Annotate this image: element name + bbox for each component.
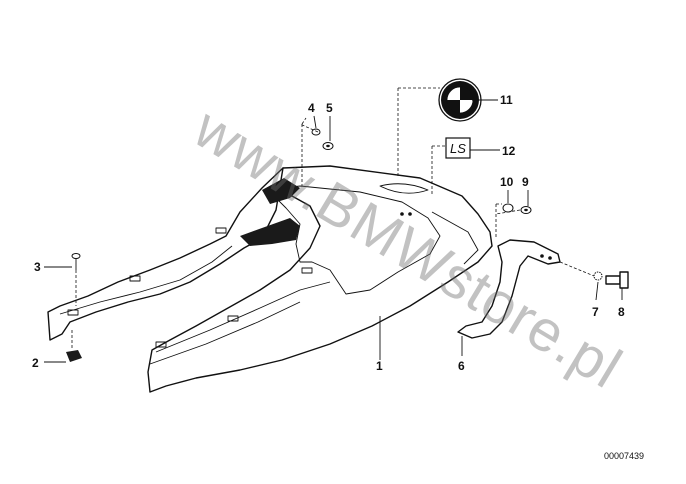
- ls-badge: LS: [445, 137, 471, 159]
- leader-lines: [44, 87, 623, 363]
- callout-11: 11: [500, 93, 513, 107]
- clip-nut-part: [66, 350, 82, 362]
- bmw-roundel: [438, 78, 482, 122]
- callout-5: 5: [326, 101, 333, 115]
- callout-3: 3: [34, 260, 41, 274]
- screw-part: [71, 253, 81, 270]
- diagram-number: 00007439: [604, 451, 644, 461]
- callout-2: 2: [32, 356, 39, 370]
- callout-numbers: 1 2 3 4 5 6 7 8 9 10 11 12: [32, 93, 625, 373]
- callout-9: 9: [522, 175, 529, 189]
- callout-6: 6: [458, 359, 465, 373]
- callout-12: 12: [502, 144, 516, 158]
- callout-1: 1: [376, 359, 383, 373]
- callout-4: 4: [308, 101, 315, 115]
- washer-part-5: [322, 142, 334, 150]
- grab-handle: [457, 239, 561, 339]
- seat-cowl: [47, 165, 493, 393]
- callout-8: 8: [618, 305, 625, 319]
- callout-7: 7: [592, 305, 599, 319]
- washer-part-9: [520, 206, 532, 214]
- nut-part-10: [502, 203, 514, 213]
- star-washer-part-7: [593, 271, 603, 281]
- nut-part-4: [311, 128, 321, 136]
- ls-badge-text: LS: [450, 141, 466, 156]
- callout-10: 10: [500, 175, 514, 189]
- bolt-part-8: [605, 271, 629, 289]
